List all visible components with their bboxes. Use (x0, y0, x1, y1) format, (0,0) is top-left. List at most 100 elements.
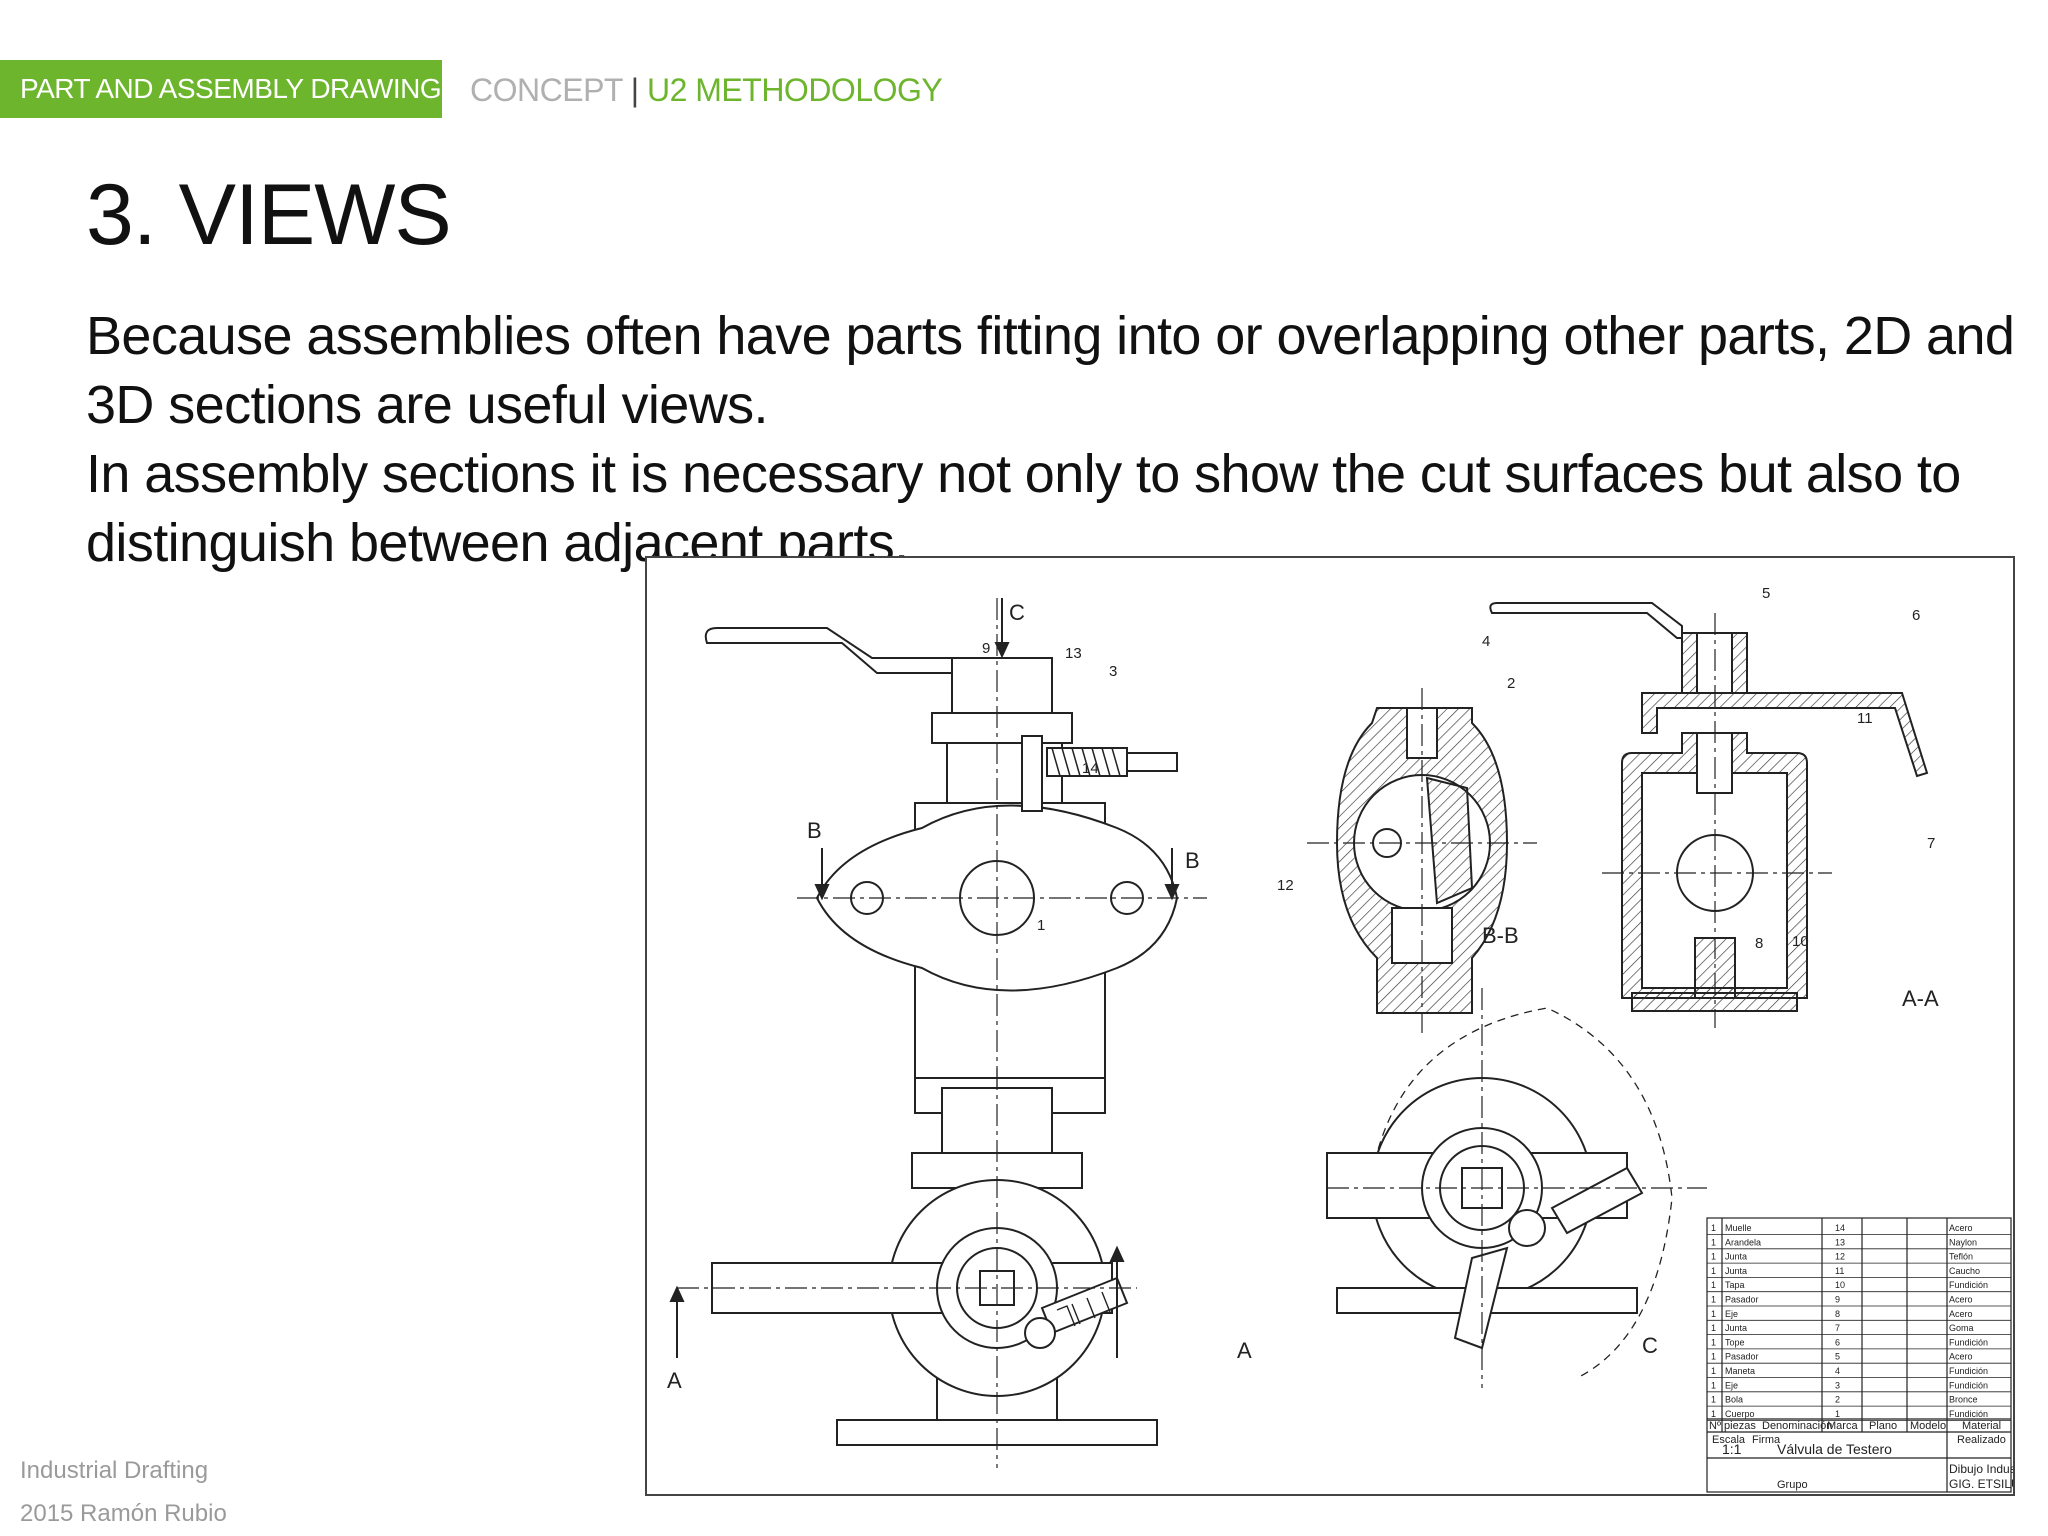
paragraph-2: In assembly sections it is necessary not… (86, 444, 1961, 573)
section-tag: PART AND ASSEMBLY DRAWING (0, 60, 442, 118)
title-block-grupo: Grupo (1777, 1479, 1808, 1491)
section-aa-view (1489, 602, 1929, 1028)
parts-row-num: 14 (1835, 1223, 1845, 1233)
parts-row-name: Junta (1725, 1252, 1747, 1262)
label-view-bb: B-B (1482, 923, 1519, 948)
title-block-escala: Escala (1712, 1434, 1746, 1446)
parts-row-name: Tope (1725, 1337, 1745, 1347)
parts-row-num: 2 (1835, 1395, 1840, 1405)
label-section-c: C (1009, 600, 1025, 625)
balloon-12: 12 (1277, 877, 1294, 894)
label-section-a-right: A (1237, 1338, 1252, 1363)
breadcrumb-concept: CONCEPT (470, 72, 623, 108)
slide-title: 3. VIEWS (86, 167, 452, 263)
title-block-scale: 1:1 (1722, 1441, 1742, 1457)
title-block-realizado: Realizado (1957, 1434, 2006, 1446)
balloon-3: 3 (1109, 663, 1117, 680)
parts-row-material: Fundición (1949, 1366, 1988, 1376)
front-view (704, 598, 1207, 1138)
parts-row-qty: 1 (1711, 1337, 1716, 1347)
parts-header-name: Denominación (1762, 1420, 1832, 1432)
parts-row-name: Bola (1725, 1395, 1743, 1405)
parts-row-qty: 1 (1711, 1352, 1716, 1362)
breadcrumb: CONCEPT | U2 METHODOLOGY (470, 72, 943, 109)
parts-row-num: 4 (1835, 1366, 1840, 1376)
label-section-b-left: B (807, 818, 822, 843)
section-c-view (1326, 988, 1707, 1388)
parts-row-material: Fundición (1949, 1409, 1988, 1419)
valve-drawing-svg: C B B A A C B-B A-A 1234567891011121314 … (667, 585, 2013, 1493)
parts-row-name: Pasador (1725, 1352, 1759, 1362)
parts-row-material: Naylon (1949, 1237, 1977, 1247)
title-block-school: GIG. ETSILUPM (1949, 1477, 2013, 1491)
balloon-11: 11 (1857, 710, 1873, 727)
balloon-10: 10 (1792, 933, 1809, 950)
balloon-5: 5 (1762, 585, 1770, 602)
parts-row-material: Bronce (1949, 1395, 1978, 1405)
parts-row-qty: 1 (1711, 1266, 1716, 1276)
parts-row-name: Eje (1725, 1380, 1738, 1390)
balloon-1: 1 (1037, 917, 1045, 934)
balloon-2: 2 (1507, 675, 1515, 692)
footer-credit: 2015 Ramón Rubio (20, 1500, 227, 1527)
parts-list-frame (1706, 1217, 2012, 1493)
parts-row-num: 3 (1835, 1380, 1840, 1390)
parts-header-model: Modelo (1910, 1420, 1946, 1432)
parts-row-num: 10 (1835, 1280, 1845, 1290)
parts-row-material: Acero (1949, 1223, 1973, 1233)
parts-row-name: Pasador (1725, 1295, 1759, 1305)
label-section-a-left: A (667, 1368, 682, 1393)
parts-row-num: 1 (1835, 1409, 1840, 1419)
parts-row-num: 13 (1835, 1237, 1845, 1247)
section-bb-view (1307, 688, 1537, 1033)
parts-row-name: Maneta (1725, 1366, 1755, 1376)
breadcrumb-unit: U2 METHODOLOGY (646, 72, 943, 108)
top-view (669, 1068, 1158, 1468)
parts-row-num: 5 (1835, 1352, 1840, 1362)
parts-row-qty: 1 (1711, 1223, 1716, 1233)
title-block-firma: Firma (1752, 1434, 1781, 1446)
parts-row-name: Cuerpo (1725, 1409, 1755, 1419)
parts-row-num: 9 (1835, 1295, 1840, 1305)
balloon-8: 8 (1755, 935, 1763, 952)
parts-row-material: Acero (1949, 1352, 1973, 1362)
parts-row-qty: 1 (1711, 1237, 1716, 1247)
parts-row-qty: 1 (1711, 1295, 1716, 1305)
parts-row-material: Acero (1949, 1309, 1973, 1319)
parts-row-qty: 1 (1711, 1252, 1716, 1262)
breadcrumb-separator: | (630, 72, 639, 108)
balloon-6: 6 (1912, 607, 1920, 624)
parts-row-name: Tapa (1725, 1280, 1745, 1290)
parts-header-plan: Plano (1869, 1420, 1897, 1432)
title-block-course: Dibujo Industrial II (1949, 1462, 2013, 1476)
parts-row-material: Goma (1949, 1323, 1974, 1333)
parts-row-name: Eje (1725, 1309, 1738, 1319)
parts-row-qty: 1 (1711, 1395, 1716, 1405)
parts-row-material: Acero (1949, 1295, 1973, 1305)
parts-row-material: Fundición (1949, 1280, 1988, 1290)
parts-row-num: 6 (1835, 1337, 1840, 1347)
balloon-13: 13 (1065, 645, 1082, 662)
title-block-drawing-name: Válvula de Testero (1777, 1441, 1892, 1457)
label-section-c-bottom: C (1642, 1333, 1658, 1358)
paragraph-1: Because assemblies often have parts fitt… (86, 306, 2015, 435)
parts-row-qty: 1 (1711, 1366, 1716, 1376)
parts-row-material: Fundición (1949, 1380, 1988, 1390)
parts-header-mark: Marca (1827, 1420, 1858, 1432)
parts-row-name: Arandela (1725, 1237, 1761, 1247)
parts-header-material: Material (1962, 1420, 2001, 1432)
parts-row-name: Junta (1725, 1323, 1747, 1333)
balloon-7: 7 (1927, 835, 1935, 852)
balloon-4: 4 (1482, 633, 1490, 650)
parts-row-num: 7 (1835, 1323, 1840, 1333)
parts-row-material: Caucho (1949, 1266, 1980, 1276)
parts-row-name: Junta (1725, 1266, 1747, 1276)
parts-row-num: 11 (1835, 1266, 1844, 1276)
balloon-14: 14 (1082, 760, 1099, 777)
parts-row-material: Teflón (1949, 1252, 1973, 1262)
parts-row-qty: 1 (1711, 1409, 1716, 1419)
parts-header-qty: Nº piezas (1709, 1420, 1756, 1432)
